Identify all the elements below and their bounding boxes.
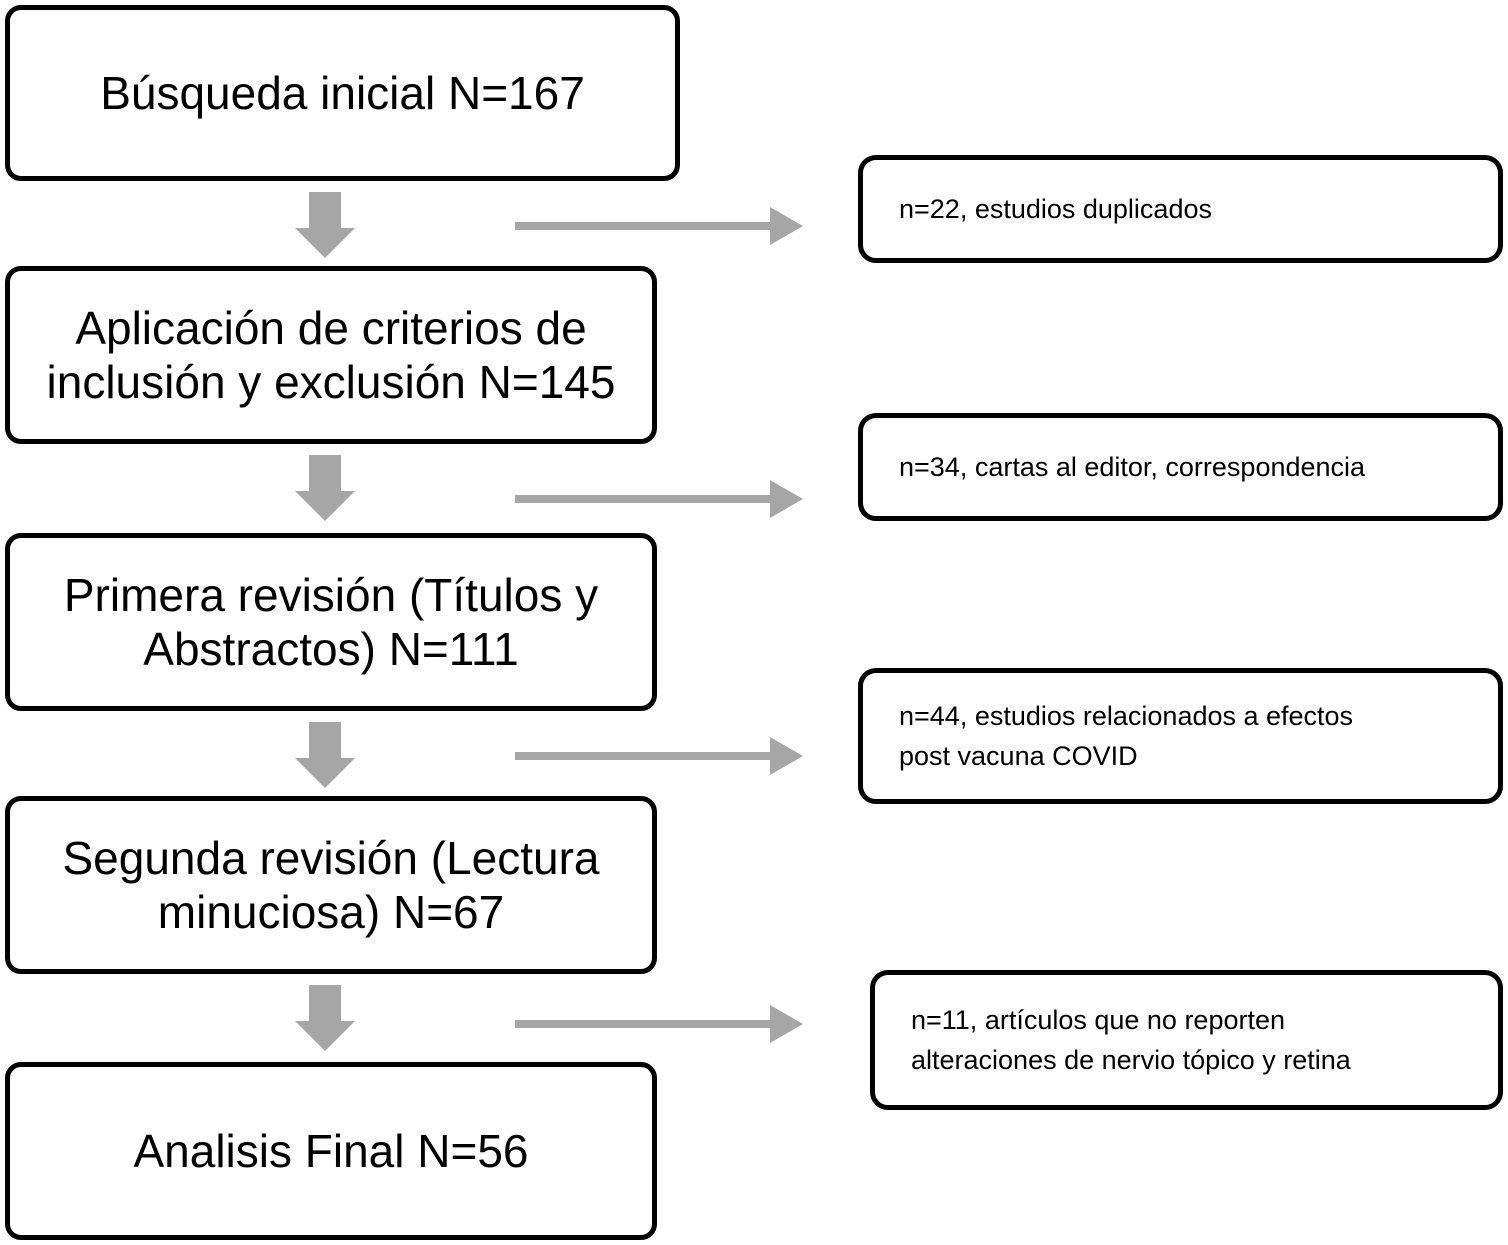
- exclusion-node-label: n=44, estudios relacionados a efectos po…: [899, 700, 1354, 772]
- flow-node-analisis-final: Analisis Final N=56: [5, 1062, 657, 1240]
- exclusion-node-label: n=22, estudios duplicados: [899, 193, 1212, 224]
- flow-node-segunda-revision: Segunda revisión (Lectura minuciosa) N=6…: [5, 796, 657, 974]
- exclusion-node-sin-alteraciones: n=11, artículos que no reporten alteraci…: [870, 970, 1503, 1110]
- flow-node-primera-revision: Primera revisión (Títulos y Abstractos) …: [5, 533, 657, 711]
- arrow-right-line-icon-3: [515, 737, 803, 775]
- exclusion-node-cartas-editor: n=34, cartas al editor, correspondencia: [858, 413, 1503, 521]
- flow-node-label: Aplicación de criterios de inclusión y e…: [46, 301, 616, 408]
- flow-node-label: Primera revisión (Títulos y Abstractos) …: [63, 568, 599, 675]
- flow-node-busqueda-inicial: Búsqueda inicial N=167: [5, 5, 680, 181]
- arrow-right-line-icon-2: [515, 480, 803, 518]
- flow-node-label: Búsqueda inicial N=167: [100, 66, 585, 119]
- arrow-down-block-icon-3: [295, 722, 355, 788]
- arrow-down-block-icon-2: [295, 455, 355, 521]
- flow-node-criterios: Aplicación de criterios de inclusión y e…: [5, 266, 657, 444]
- exclusion-node-duplicados: n=22, estudios duplicados: [858, 155, 1503, 263]
- flow-node-label: Segunda revisión (Lectura minuciosa) N=6…: [62, 831, 600, 938]
- exclusion-node-post-vacuna: n=44, estudios relacionados a efectos po…: [858, 668, 1503, 804]
- exclusion-node-label: n=34, cartas al editor, correspondencia: [899, 451, 1366, 482]
- exclusion-node-label: n=11, artículos que no reporten alteraci…: [911, 1004, 1351, 1076]
- arrow-down-block-icon-4: [295, 985, 355, 1051]
- arrow-down-block-icon-1: [295, 192, 355, 258]
- arrow-right-line-icon-1: [515, 207, 803, 245]
- flow-node-label: Analisis Final N=56: [133, 1124, 529, 1177]
- arrow-right-line-icon-4: [515, 1005, 803, 1043]
